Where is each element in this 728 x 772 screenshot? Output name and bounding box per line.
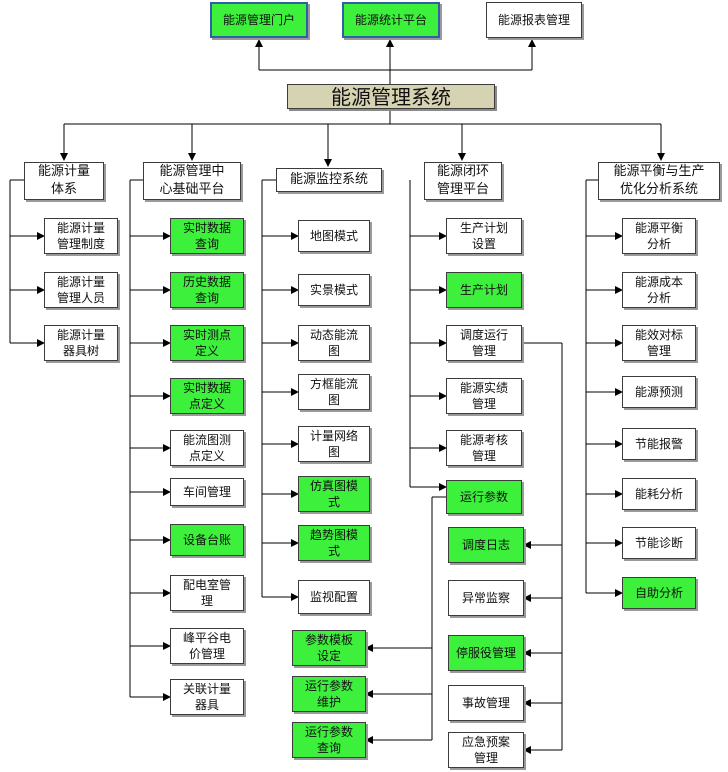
col3-box-3: 动态能流 图	[298, 325, 370, 361]
category-balance-optimization: 能源平衡与生产 优化分析系统	[598, 162, 720, 200]
col5-box-7: 节能诊断	[622, 527, 696, 559]
col1-box-3: 能源计量 器具树	[44, 325, 118, 361]
col5-box-3: 能效对标 管理	[622, 325, 696, 361]
col3-box-7: 趋势图模 式	[298, 525, 370, 561]
category-metering-system: 能源计量 体系	[24, 162, 104, 200]
col2-box-4: 实时数据 点定义	[170, 378, 244, 414]
param-maintenance-box: 运行参数 维护	[292, 676, 366, 712]
dispatch-log-box: 调度日志	[448, 527, 524, 563]
col4-box-4: 能源实绩 管理	[446, 378, 522, 414]
top-box-energy-statistics: 能源统计平台	[342, 2, 440, 38]
col2-box-1: 实时数据 查询	[170, 218, 244, 254]
col4-box-3: 调度运行 管理	[446, 325, 522, 361]
col3-box-4: 方框能流 图	[298, 374, 370, 410]
col1-box-2: 能源计量 管理人员	[44, 272, 118, 308]
param-query-box: 运行参数 查询	[292, 722, 366, 758]
accident-management-box: 事故管理	[448, 685, 524, 721]
col2-box-7: 设备台账	[170, 524, 244, 556]
col4-box-2: 生产计划	[446, 272, 522, 308]
top-box-energy-portal: 能源管理门户	[210, 2, 308, 38]
col5-box-5: 节能报警	[622, 428, 696, 460]
col5-box-8: 自助分析	[622, 577, 696, 609]
emergency-plan-box: 应急预案 管理	[448, 732, 524, 768]
col2-box-8: 配电室管 理	[170, 575, 244, 611]
col5-box-1: 能源平衡 分析	[622, 218, 696, 254]
root-node: 能源管理系统	[287, 84, 495, 109]
top-box-energy-reports: 能源报表管理	[486, 2, 582, 38]
col2-box-6: 车间管理	[170, 478, 244, 506]
category-base-platform: 能源管理中 心基础平台	[143, 162, 241, 200]
col3-box-6: 仿真图模 式	[298, 476, 370, 512]
col4-box-6: 运行参数	[446, 480, 522, 514]
col3-box-5: 计量网络 图	[298, 426, 370, 462]
col4-box-5: 能源考核 管理	[446, 430, 522, 466]
col3-box-8: 监视配置	[298, 580, 370, 614]
col5-box-4: 能源预测	[622, 376, 696, 408]
col2-box-10: 关联计量 器具	[170, 679, 244, 715]
category-monitoring-system: 能源监控系统	[276, 168, 382, 192]
col5-box-6: 能耗分析	[622, 478, 696, 510]
col3-box-2: 实景模式	[298, 274, 370, 306]
col2-box-9: 峰平谷电 价管理	[170, 628, 244, 664]
col5-box-2: 能源成本 分析	[622, 272, 696, 308]
col1-box-1: 能源计量 管理制度	[44, 218, 118, 254]
outage-service-box: 停服役管理	[448, 635, 524, 671]
col4-box-1: 生产计划 设置	[446, 218, 522, 254]
anomaly-inspection-box: 异常监察	[448, 580, 524, 616]
param-template-box: 参数模板 设定	[292, 630, 366, 666]
col2-box-2: 历史数据 查询	[170, 272, 244, 308]
category-closed-loop-platform: 能源闭环 管理平台	[424, 162, 502, 200]
col2-box-5: 能流图测 点定义	[170, 430, 244, 466]
col2-box-3: 实时测点 定义	[170, 325, 244, 361]
col3-box-1: 地图模式	[298, 220, 370, 252]
